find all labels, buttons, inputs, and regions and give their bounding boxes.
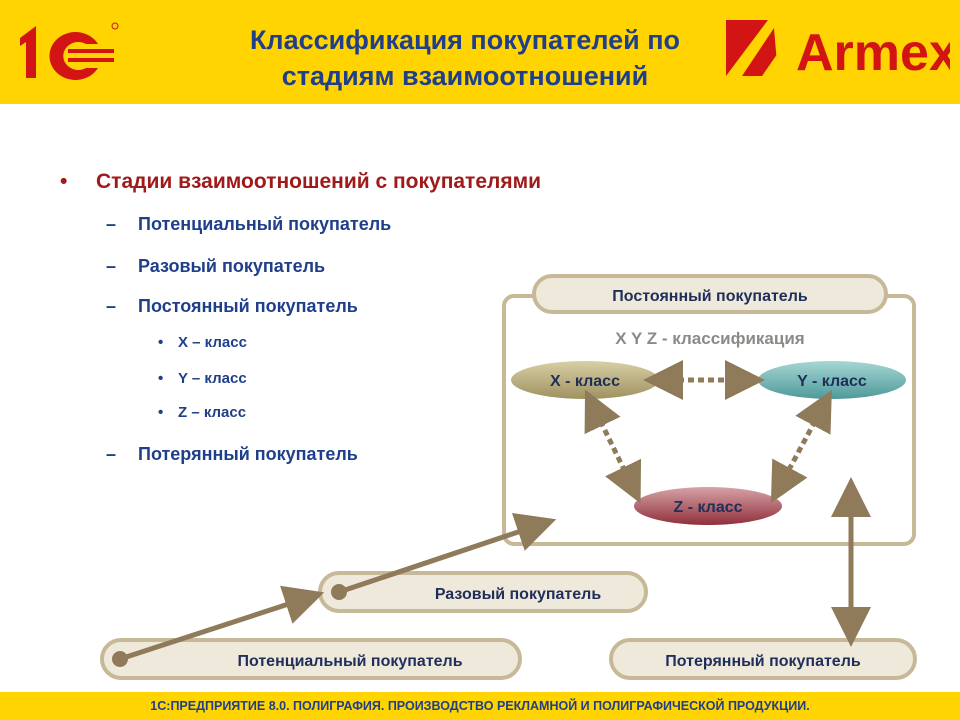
bullet-dot: • bbox=[60, 170, 68, 193]
bullet-sub-text: Постоянный покупатель bbox=[138, 296, 358, 316]
title-line-2: стадиям взаимоотношений bbox=[281, 61, 649, 91]
header-bar: Классификация покупателей по стадиям вза… bbox=[0, 0, 960, 104]
bullet-main-text: Стадии взаимоотношений с покупателями bbox=[96, 170, 542, 193]
dash: – bbox=[106, 296, 117, 316]
y-class-pill bbox=[758, 361, 906, 399]
footer-bar: 1С:ПРЕДПРИЯТИЕ 8.0. ПОЛИГРАФИЯ. ПРОИЗВОД… bbox=[0, 692, 960, 720]
1c-logo bbox=[14, 16, 124, 89]
potential-to-one-time-arrow bbox=[119, 585, 325, 662]
bullet-class-text: Y – класс bbox=[178, 370, 247, 387]
xyz-label: X Y Z - классификация bbox=[615, 329, 804, 348]
bullet-class-text: Z – класс bbox=[178, 404, 247, 421]
regular-customer-pill bbox=[532, 274, 888, 314]
yz-arrow bbox=[770, 389, 832, 504]
potential-customer-label: Потенциальный покупатель bbox=[237, 653, 462, 670]
one-time-to-regular-arrow bbox=[338, 512, 557, 595]
bullet-sub-text: Потенциальный покупатель bbox=[138, 214, 392, 234]
page-title: Классификация покупателей по стадиям вза… bbox=[200, 22, 730, 94]
z-class-label: Z - класс bbox=[673, 499, 742, 516]
potential-customer-pill bbox=[100, 638, 522, 680]
armex-logo: Armex bbox=[722, 14, 958, 89]
x-class-pill bbox=[511, 361, 659, 399]
title-line-1: Классификация покупателей по bbox=[249, 25, 681, 55]
y-class-label: Y - класс bbox=[797, 373, 867, 390]
regular-customer-label: Постоянный покупатель bbox=[612, 288, 808, 305]
dash: – bbox=[106, 214, 117, 234]
dash: – bbox=[106, 256, 117, 276]
bullet-dot: • bbox=[158, 370, 164, 387]
xz-arrow bbox=[584, 389, 642, 504]
x-class-label: X - класс bbox=[550, 373, 620, 390]
bullet-sub-text: Разовый покупатель bbox=[138, 256, 326, 276]
lost-customer-label: Потерянный покупатель bbox=[665, 653, 861, 670]
z-class-pill bbox=[634, 487, 782, 525]
bullet-class-text: X – класс bbox=[178, 334, 247, 351]
one-time-customer-label: Разовый покупатель bbox=[435, 586, 601, 603]
bullet-sub-text: Потерянный покупатель bbox=[138, 444, 358, 464]
bullet-dot: • bbox=[158, 334, 164, 351]
dash: – bbox=[106, 444, 117, 464]
bullet-dot: • bbox=[158, 404, 164, 421]
armex-logo-text: Armex bbox=[796, 24, 950, 82]
lost-customer-pill bbox=[609, 638, 917, 680]
